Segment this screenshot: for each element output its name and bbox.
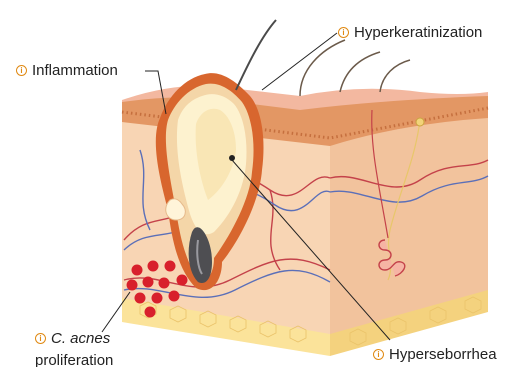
leader-hyperkeratinization <box>262 33 337 90</box>
info-icon: i <box>338 27 349 38</box>
label-c-acnes-proliferation: i C. acnes proliferation <box>35 330 113 367</box>
label-inflammation: i Inflammation <box>16 62 118 79</box>
label-text: Inflammation <box>32 62 118 79</box>
label-hyperseborrhea: i Hyperseborrhea <box>373 346 497 363</box>
follicle-hair-shaft <box>236 20 276 90</box>
label-text: Hyperkeratinization <box>354 24 482 41</box>
nerve-ending <box>416 118 424 126</box>
label-text-process: proliferation <box>35 352 113 367</box>
info-icon: i <box>373 349 384 360</box>
label-text-organism: C. acnes <box>51 330 110 347</box>
label-hyperkeratinization: i Hyperkeratinization <box>338 24 482 41</box>
info-icon: i <box>16 65 27 76</box>
info-icon: i <box>35 333 46 344</box>
label-text: Hyperseborrhea <box>389 346 497 363</box>
pointer-dot-hyperseborrhea <box>229 155 235 161</box>
